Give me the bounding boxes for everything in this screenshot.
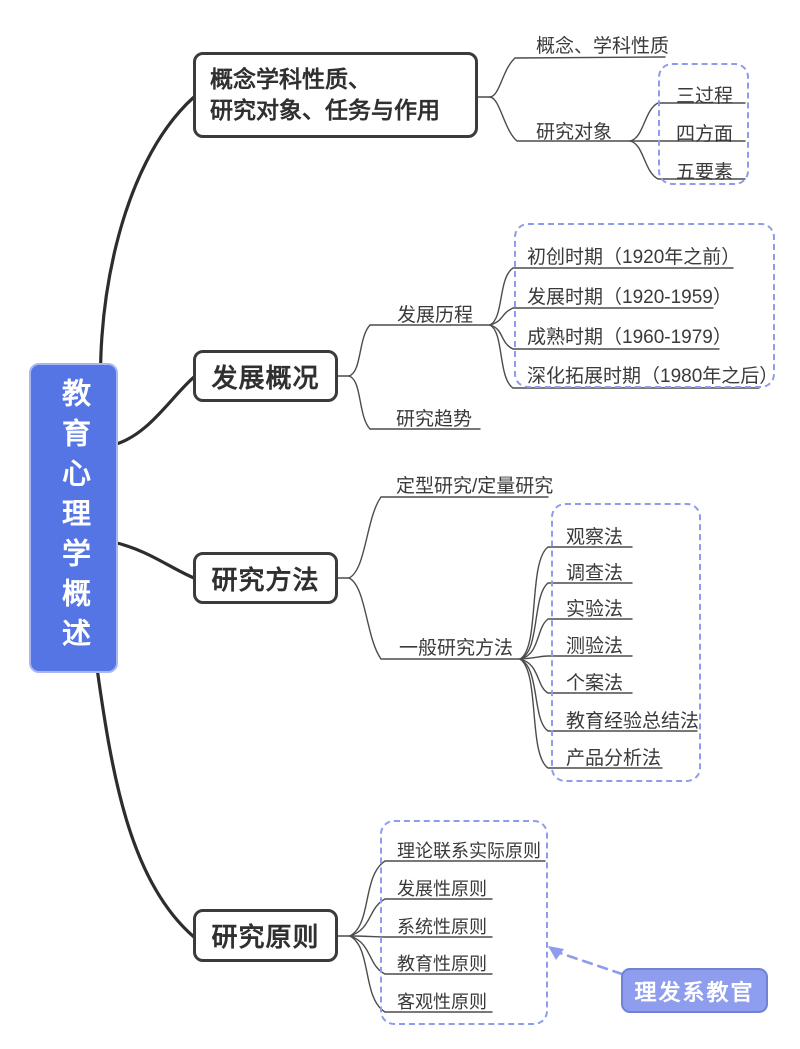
connector-curve (348, 496, 549, 579)
leaf-node-deepening-period[interactable]: 深化拓展时期（1980年之后） (527, 366, 779, 387)
branch-node-methods[interactable]: 研究方法 (193, 552, 338, 604)
connector-curve (349, 935, 493, 938)
leaf-node-educational-principle[interactable]: 教育性原则 (397, 954, 487, 974)
connector-curve (489, 56, 666, 98)
leaf-node-theory-practice-principle[interactable]: 理论联系实际原则 (397, 841, 541, 861)
connector-curve (489, 96, 631, 142)
connector-curve (519, 618, 633, 660)
leaf-node-systematic-principle[interactable]: 系统性原则 (397, 917, 487, 937)
leaf-node-initial-period[interactable]: 初创时期（1920年之前） (527, 247, 741, 268)
leaf-node-objective-principle[interactable]: 客观性原则 (397, 992, 487, 1012)
leaf-node-observation-method[interactable]: 观察法 (566, 527, 624, 548)
child-node-research-object[interactable]: 研究对象 (536, 122, 613, 143)
connector-curve (348, 577, 521, 660)
child-node-development-history[interactable]: 发展历程 (397, 305, 474, 326)
leaf-node-three-processes[interactable]: 三过程 (676, 86, 734, 107)
child-node-research-trend[interactable]: 研究趋势 (396, 409, 473, 430)
branch-node-label: 发展概况 (211, 362, 320, 393)
connector-curve (489, 267, 734, 326)
branch-node-label: 研究原则 (211, 922, 320, 952)
group-box-research-object (658, 63, 749, 185)
leaf-node-test-method[interactable]: 测验法 (566, 636, 624, 657)
branch2-connectors (337, 267, 760, 430)
dashed-arrow-line (558, 951, 624, 976)
connector-curve (489, 324, 720, 350)
connector-curve (629, 102, 746, 142)
branch-node-principles[interactable]: 研究原则 (193, 909, 338, 962)
leaf-node-case-method[interactable]: 个案法 (566, 673, 624, 694)
root-node-label: 教育心理学概述 (57, 378, 90, 658)
leaf-node-experience-summary-method[interactable]: 教育经验总结法 (566, 711, 700, 732)
leaf-node-product-analysis-method[interactable]: 产品分析法 (566, 748, 662, 769)
connector-curve (489, 324, 760, 389)
child-node-concept-nature[interactable]: 概念、学科性质 (536, 36, 670, 57)
connector-curve (349, 935, 493, 1013)
leaf-node-five-elements[interactable]: 五要素 (676, 162, 734, 183)
branch3-connectors (337, 496, 698, 769)
group-box-general-methods (551, 503, 701, 782)
branch-node-label: 概念学科性质、 研究对象、任务与作用 (210, 66, 440, 123)
leaf-node-mature-period[interactable]: 成熟时期（1960-1979） (527, 327, 732, 348)
leaf-node-experiment-method[interactable]: 实验法 (566, 599, 624, 620)
child-node-general-methods[interactable]: 一般研究方法 (399, 638, 514, 659)
branch4-connectors (337, 860, 546, 1013)
leaf-node-four-aspects[interactable]: 四方面 (676, 124, 734, 145)
connector-curve (348, 324, 491, 377)
branch-node-development[interactable]: 发展概况 (193, 350, 338, 402)
branch1-connectors (477, 56, 746, 180)
child-node-qualitative-quantitative[interactable]: 定型研究/定量研究 (396, 476, 554, 497)
connector-curve (349, 935, 493, 975)
connector-curve (519, 658, 698, 732)
connector-curve (489, 307, 714, 326)
arrowhead-icon (548, 946, 564, 960)
mnemonic-label: 理发系教官 (634, 979, 755, 1005)
curve-root-to-branch3 (111, 540, 196, 580)
curve-root-to-branch4 (95, 666, 196, 939)
mnemonic-arrow (548, 946, 624, 976)
leaf-node-developmental-principle[interactable]: 发展性原则 (397, 879, 487, 899)
connector-curve (349, 860, 546, 937)
branch-node-concept[interactable]: 概念学科性质、 研究对象、任务与作用 (193, 52, 478, 138)
branch-node-label: 研究方法 (211, 564, 320, 595)
connector-curve (519, 582, 633, 660)
connector-curve (519, 658, 633, 694)
group-box-history-periods (514, 223, 775, 388)
connector-curve (519, 546, 633, 660)
root-node[interactable]: 教育心理学概述 (29, 363, 118, 673)
leaf-node-development-period[interactable]: 发展时期（1920-1959） (527, 287, 732, 308)
connector-curve (629, 140, 746, 180)
group-box-principles (380, 820, 548, 1025)
curve-root-to-branch2 (111, 375, 196, 447)
connector-curve (349, 898, 493, 937)
connector-curve (519, 655, 633, 660)
leaf-node-survey-method[interactable]: 调查法 (566, 563, 624, 584)
mnemonic-node[interactable]: 理发系教官 (621, 968, 768, 1013)
connector-curve (348, 375, 481, 430)
connector-curve (519, 658, 663, 769)
